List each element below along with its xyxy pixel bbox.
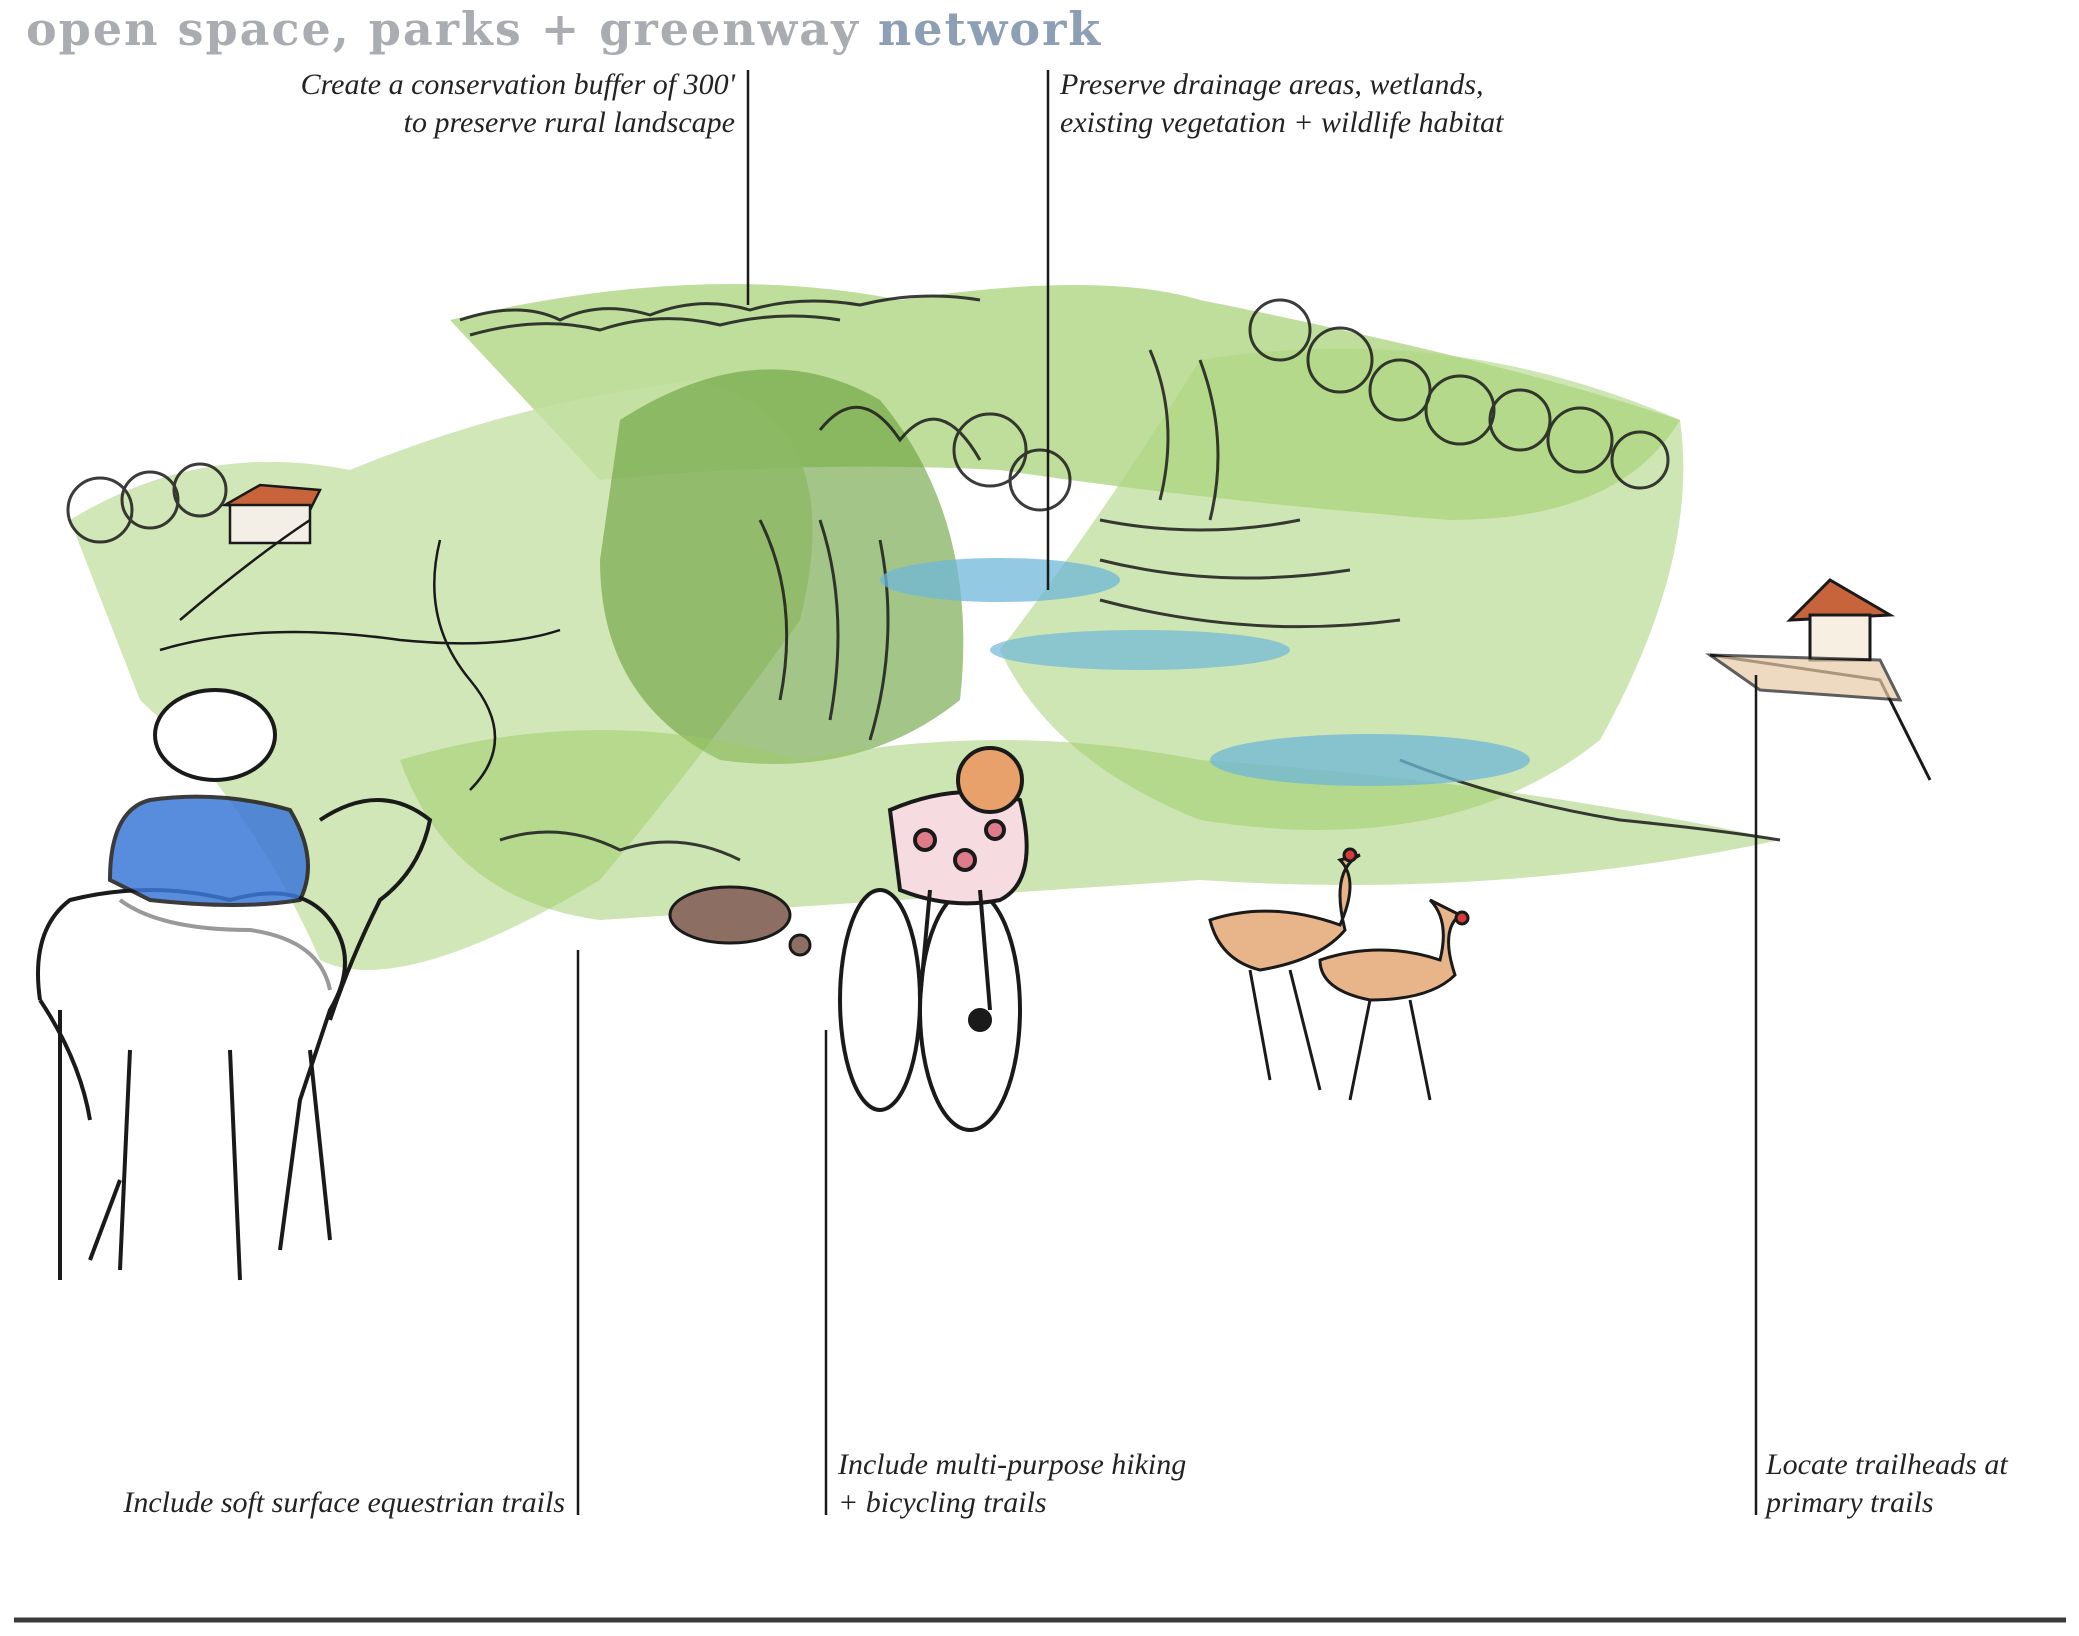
callout-equestrian-trails: Include soft surface equestrian trails xyxy=(60,1484,565,1522)
title-part-2: greenway xyxy=(599,2,878,56)
pond-upper xyxy=(880,558,1120,602)
callout-trailheads-line2: primary trails xyxy=(1766,1486,1934,1519)
right-slope xyxy=(1000,348,1684,830)
callout-preserve-drainage: Preserve drainage areas, wetlands, exist… xyxy=(1060,66,1504,142)
callout-hiking-line1: Include multi-purpose hiking xyxy=(838,1448,1187,1481)
callout-trailheads-line1: Locate trailheads at xyxy=(1766,1448,2008,1481)
callout-buffer-line1: Create a conservation buffer of 300' xyxy=(300,68,735,101)
lower-vegetation xyxy=(400,730,1780,920)
callout-hiking-line2: + bicycling trails xyxy=(838,1486,1047,1519)
horse-and-rider xyxy=(36,688,433,1281)
pond-middle xyxy=(990,630,1290,670)
leader-lines xyxy=(576,70,1758,1515)
turtle xyxy=(668,885,812,957)
tree-scribbles xyxy=(66,294,1781,862)
callout-drainage-line2: existing vegetation + wildlife habitat xyxy=(1060,106,1504,139)
callout-buffer-line2: to preserve rural landscape xyxy=(403,106,735,139)
title-part-3: network xyxy=(877,2,1103,56)
callout-equestrian-line1: Include soft surface equestrian trails xyxy=(123,1486,565,1519)
page-title: open space, parks + greenway network xyxy=(26,2,1102,56)
callout-hiking-bicycling: Include multi-purpose hiking + bicycling… xyxy=(838,1446,1186,1522)
callout-drainage-line1: Preserve drainage areas, wetlands, xyxy=(1060,68,1484,101)
fence-lines xyxy=(159,518,561,791)
trailhead-kiosk xyxy=(1705,578,1932,781)
birds xyxy=(1208,847,1470,1101)
center-forest xyxy=(600,369,964,764)
cyclist xyxy=(838,746,1029,1132)
callout-trailheads: Locate trailheads at primary trails xyxy=(1766,1446,2008,1522)
pond-lower xyxy=(1210,734,1530,786)
farmhouse xyxy=(220,483,322,545)
callout-conservation-buffer: Create a conservation buffer of 300' to … xyxy=(190,66,735,142)
title-part-1: open space, parks + xyxy=(26,2,600,56)
